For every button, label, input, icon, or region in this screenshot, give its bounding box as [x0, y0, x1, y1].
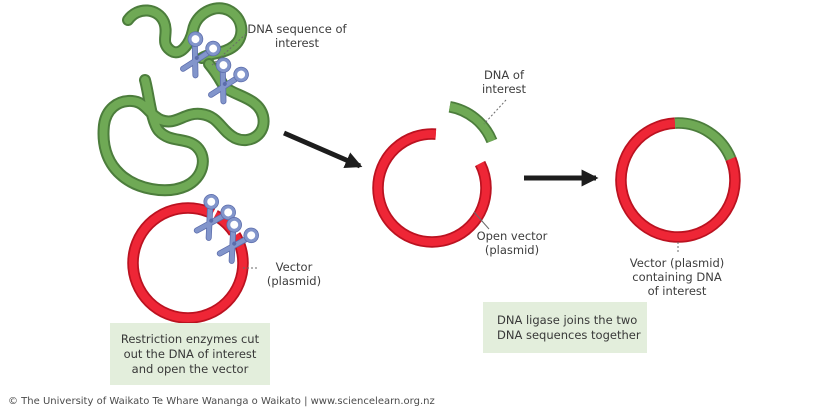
step-arrow-1 — [283, 130, 363, 169]
dna-of-interest-fragment — [448, 101, 498, 144]
copyright-credit: © The University of Waikato Te Whare Wan… — [8, 396, 435, 407]
dna-sequence-of-interest-label: DNA sequence of interest — [247, 22, 347, 50]
dna-of-interest-label: DNA of interest — [481, 68, 527, 96]
open-vector-label: Open vector (plasmid) — [476, 229, 548, 257]
genomic-dna-strand — [97, 2, 270, 197]
leader-line-insert-label — [483, 99, 507, 125]
step1-caption-box: Restriction enzymes cut out the DNA of i… — [110, 323, 270, 385]
leader-line-open-vector-label — [473, 211, 490, 230]
recombinant-plasmid — [615, 117, 741, 243]
result-plasmid-label: Vector (plasmid) containing DNA of inter… — [629, 256, 725, 298]
step2-caption-box: DNA ligase joins the two DNA sequences t… — [483, 302, 647, 353]
open-vector-plasmid — [372, 128, 492, 248]
vector-plasmid-label: Vector (plasmid) — [266, 260, 322, 288]
